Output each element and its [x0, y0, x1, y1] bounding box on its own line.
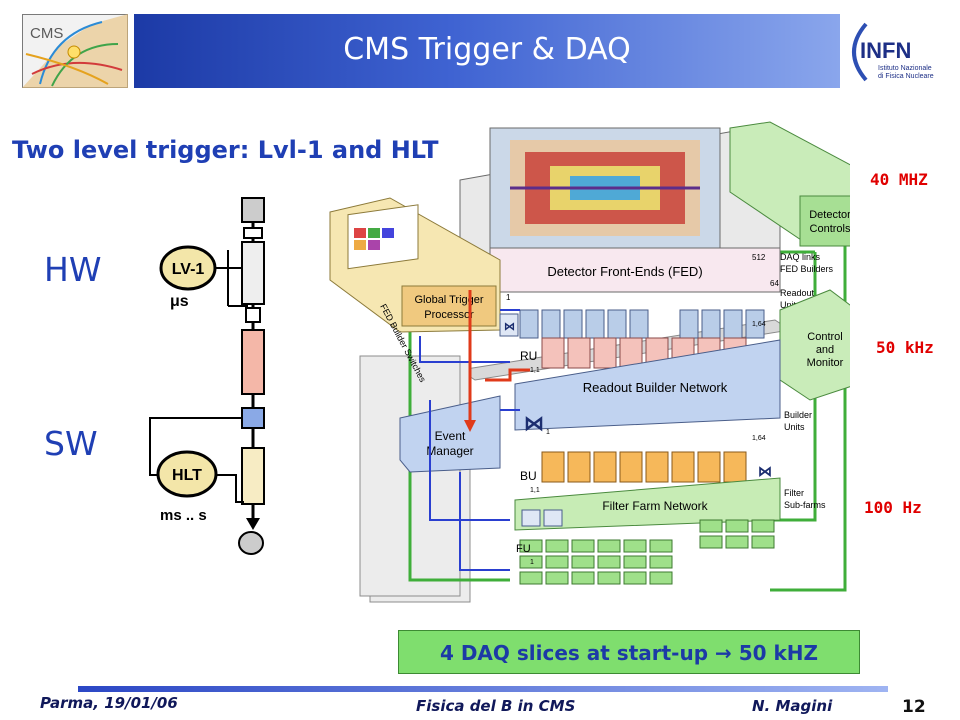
daq-architecture-diagram: Detector Front-Ends (FED) 512 64 1 Detec… — [329, 121, 850, 603]
index-1: 1 — [546, 429, 550, 436]
fed-512: 512 — [752, 253, 766, 262]
fu-label: FU — [516, 543, 531, 555]
bu-label: BU — [520, 469, 537, 483]
bu-index: 1,1 — [530, 487, 540, 494]
sw-label: SW — [44, 424, 98, 463]
footer-location-date: Parma, 19/01/06 — [40, 694, 178, 712]
title-bar — [134, 14, 840, 88]
detector-controls-line-2: Controls — [810, 223, 850, 235]
infn-logo: INFN Istituto Nazionale di Fisica Nuclea… — [848, 14, 948, 88]
fed-builders-label: FED Builders — [780, 264, 834, 274]
ru-index: 1,1 — [530, 367, 540, 374]
storage-disk — [238, 531, 264, 555]
builder-units-label-1: Builder — [784, 410, 812, 420]
control-monitor-line-3: Monitor — [807, 357, 844, 369]
hlt-trigger-node — [156, 450, 218, 498]
fed-64: 64 — [770, 279, 779, 288]
svg-text:⋈: ⋈ — [524, 413, 544, 435]
index-1b: 1 — [530, 559, 534, 566]
trigger-chain-diagram: LV-1 μs HLT ms .. s — [149, 197, 265, 555]
trigger-grid-art — [347, 204, 419, 270]
filter-subfarms-label-1: Filter — [784, 488, 804, 498]
rate-50khz: 50 kHz — [876, 338, 934, 357]
lv1-label: LV-1 — [172, 261, 205, 278]
infn-logo-subtitle-1: Istituto Nazionale — [878, 65, 932, 72]
page-number: 12 — [902, 697, 926, 717]
control-monitor-line-2: and — [816, 344, 834, 356]
rate-40mhz: 40 MHZ — [870, 170, 928, 189]
infn-logo-text: INFN — [860, 38, 911, 63]
readout-units-label-2: Units — [780, 300, 801, 310]
filter-farm-network-block — [514, 477, 781, 531]
filter-farm-network-label: Filter Farm Network — [602, 499, 708, 513]
filter-subfarms-label-2: Sub-farms — [784, 500, 826, 510]
readout-buffer — [241, 329, 265, 395]
switch-box — [241, 407, 265, 429]
filter-farm-box — [241, 447, 265, 505]
ru-164: 1,64 — [752, 321, 766, 328]
fed-label: Detector Front-Ends (FED) — [547, 264, 702, 279]
cms-logo-text: CMS — [30, 25, 63, 42]
detector-box — [241, 197, 265, 223]
ru-label: RU — [520, 349, 537, 363]
rate-100hz: 100 Hz — [864, 498, 922, 517]
hw-label: HW — [44, 250, 102, 289]
slide-subtitle: Two level trigger: Lvl-1 and HLT — [12, 136, 439, 164]
daq-slices-callout: 4 DAQ slices at start-up → 50 kHZ — [398, 630, 860, 674]
pipeline-buffer — [241, 241, 265, 305]
slide-title: CMS Trigger & DAQ — [343, 32, 631, 67]
hlt-time: ms .. s — [160, 507, 207, 524]
event-manager-block — [399, 395, 501, 473]
event-manager-line-2: Manager — [426, 444, 473, 458]
fed-1: 1 — [506, 293, 511, 302]
bu-164: 1,64 — [752, 435, 766, 442]
global-trigger-line-1: Global Trigger — [414, 294, 483, 306]
event-manager-line-1: Event — [435, 429, 466, 443]
daq-links-label: DAQ links — [780, 252, 821, 262]
detector-image — [510, 140, 700, 236]
svg-text:⋈: ⋈ — [504, 321, 515, 333]
readout-builder-network-label: Readout Builder Network — [583, 380, 728, 395]
footer-talk-title: Fisica del B in CMS — [416, 697, 576, 715]
cms-logo: CMS — [21, 13, 129, 89]
svg-text:⋈: ⋈ — [758, 463, 772, 479]
footer-divider — [78, 686, 888, 692]
footer-author: N. Magini — [752, 697, 833, 715]
detector-controls-line-1: Detector — [809, 209, 850, 221]
readout-builder-network-block — [514, 339, 781, 431]
readout-units-label-1: Readout — [780, 288, 815, 298]
hlt-label: HLT — [172, 467, 202, 484]
lv1-trigger-node — [159, 245, 217, 291]
infn-logo-subtitle-2: di Fisica Nucleare — [878, 73, 934, 80]
lv1-time: μs — [170, 293, 189, 310]
global-trigger-line-2: Processor — [424, 309, 474, 321]
control-monitor-line-1: Control — [807, 331, 842, 343]
builder-units-label-2: Units — [784, 422, 805, 432]
